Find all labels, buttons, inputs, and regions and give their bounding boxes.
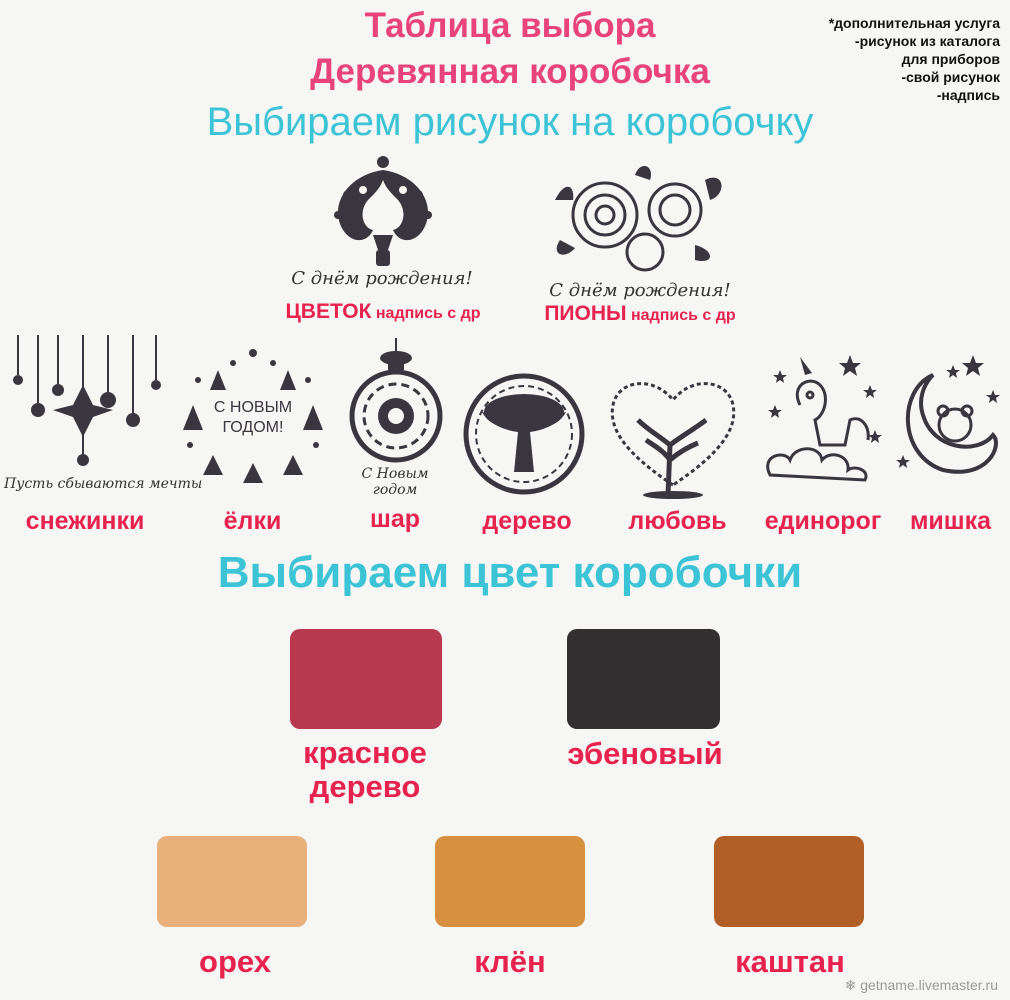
color-label-mahogany: красное дерево [265, 736, 465, 804]
color-label-maple: клён [474, 944, 546, 979]
color-label-line: дерево [309, 769, 421, 804]
design-label-tree: дерево [482, 507, 572, 535]
tree-of-life-icon [463, 373, 585, 495]
extra-service-note: *дополнительная услуга -рисунок из катал… [829, 14, 1000, 104]
design-heart-tree[interactable] [608, 375, 738, 500]
teddy-moon-icon [896, 355, 1000, 474]
design-label-snowflakes: снежинки [25, 507, 145, 535]
damask-icon [334, 156, 432, 266]
note-line: -рисунок из каталога [854, 33, 1000, 49]
design-label-peony: ПИОНЫ надпись с др [515, 302, 765, 326]
design-label-love: любовь [628, 507, 727, 535]
color-label-line: красное [303, 735, 427, 770]
design-caption: Пусть сбываются мечты [4, 476, 203, 492]
ornament-ball-icon [349, 338, 443, 463]
color-label-chestnut: каштан [735, 944, 845, 979]
swatch-walnut[interactable] [157, 836, 307, 927]
note-line: -надпись [936, 87, 1000, 103]
swatch-chestnut[interactable] [714, 836, 864, 927]
design-caption: С днём рождения! [549, 280, 731, 301]
note-line: -свой рисунок [901, 69, 1000, 85]
design-damask[interactable] [318, 150, 448, 270]
unicorn-icon [766, 355, 882, 482]
design-label-ball: шар [369, 505, 420, 533]
design-caption: С днём рождения! [291, 268, 473, 289]
watermark-text: getname.livemaster.ru [860, 977, 998, 993]
design-caption: С НОВЫМ ГОДОМ! [213, 399, 293, 436]
design-label-fir-trees: ёлки [223, 507, 282, 535]
label-sub: надпись с др [375, 305, 481, 322]
design-unicorn[interactable] [760, 345, 888, 485]
color-label-walnut: орех [199, 944, 271, 979]
design-label-unicorn: единорог [764, 507, 882, 535]
fir-trees-icon [183, 349, 323, 483]
design-label-teddy: мишка [909, 507, 992, 535]
design-ornament-ball[interactable] [348, 338, 444, 468]
design-snowflakes[interactable] [8, 335, 166, 475]
label-main: ЦВЕТОК [285, 300, 372, 323]
design-peony[interactable] [545, 160, 730, 280]
snowflake-icon: ❄ [844, 977, 861, 993]
watermark: ❄ getname.livemaster.ru [845, 977, 998, 994]
section-heading-colors: Выбираем цвет коробочки [217, 548, 803, 597]
section-heading-designs: Выбираем рисунок на коробочку [206, 100, 814, 144]
design-caption: С Новым годом [361, 466, 429, 498]
snowflakes-icon [13, 335, 161, 466]
page-title: Таблица выбора [364, 6, 656, 45]
peony-icon [555, 165, 722, 272]
label-main: ПИОНЫ [544, 302, 627, 325]
note-line: для приборов [901, 51, 1000, 67]
design-teddy-moon[interactable] [893, 345, 1005, 485]
swatch-maple[interactable] [435, 836, 585, 927]
design-fir-trees[interactable] [178, 345, 328, 485]
heart-tree-icon [610, 382, 736, 499]
design-label-flower: ЦВЕТОК надпись с др [258, 300, 508, 324]
design-tree-of-life[interactable] [462, 372, 586, 496]
color-label-ebony: эбеновый [567, 736, 723, 771]
page-subtitle: Деревянная коробочка [310, 52, 710, 91]
note-line: *дополнительная услуга [828, 15, 1000, 31]
swatch-mahogany[interactable] [290, 629, 442, 729]
label-sub: надпись с др [631, 307, 736, 324]
swatch-ebony[interactable] [567, 629, 720, 729]
